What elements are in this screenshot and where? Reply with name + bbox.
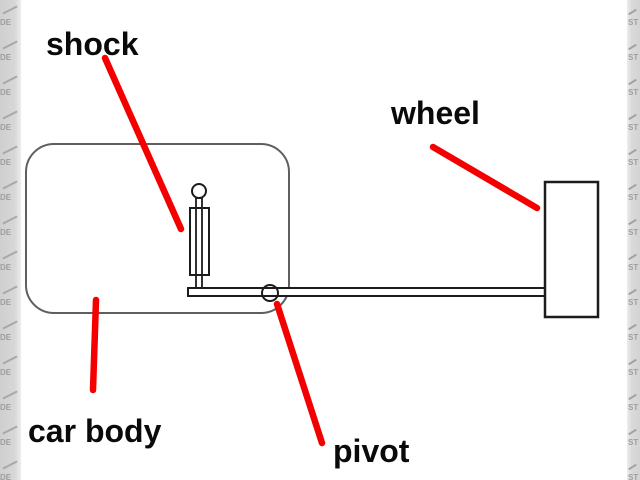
wheel-rect [543, 180, 600, 319]
watermark-fragment: ST [627, 245, 640, 280]
watermark-fragment: DE [0, 280, 21, 315]
watermark-fragment: DE [0, 70, 21, 105]
watermark-fragment: ST [627, 0, 640, 35]
control-arm [187, 287, 546, 297]
pivot-joint [261, 284, 279, 302]
watermark-fragment: DE [0, 105, 21, 140]
watermark-fragment: ST [627, 455, 640, 480]
watermark-fragment: ST [627, 70, 640, 105]
watermark-fragment: DE [0, 175, 21, 210]
watermark-fragment: DE [0, 140, 21, 175]
watermark-fragment: ST [627, 280, 640, 315]
car-body-outline [25, 143, 290, 314]
wheel-annotation-line [429, 143, 541, 212]
watermark-fragment: ST [627, 350, 640, 385]
watermark-fragment: ST [627, 420, 640, 455]
watermark-fragment: ST [627, 315, 640, 350]
watermark-fragment: DE [0, 35, 21, 70]
watermark-fragment: DE [0, 350, 21, 385]
watermark-fragment: DE [0, 210, 21, 245]
shock-top-mount [191, 183, 207, 199]
watermark-fragment: DE [0, 245, 21, 280]
shock-annotation-line [101, 54, 185, 233]
watermark-fragment: DE [0, 385, 21, 420]
shock-cylinder [189, 207, 210, 276]
watermark-fragment: ST [627, 140, 640, 175]
car-body-annotation-line [89, 296, 100, 394]
watermark-fragment: ST [627, 210, 640, 245]
watermark-fragment: DE [0, 0, 21, 35]
pivot-annotation-line [273, 300, 326, 447]
watermark-fragment: ST [627, 175, 640, 210]
label-wheel: wheel [391, 95, 480, 131]
label-car-body: car body [28, 413, 162, 449]
label-pivot: pivot [333, 433, 410, 469]
watermark-fragment: DE [0, 315, 21, 350]
watermark-fragment: ST [627, 35, 640, 70]
watermark-fragment: ST [627, 385, 640, 420]
watermark-fragment: DE [0, 455, 21, 480]
label-shock: shock [46, 26, 139, 62]
watermark-fragment: DE [0, 420, 21, 455]
watermark-fragment: ST [627, 105, 640, 140]
